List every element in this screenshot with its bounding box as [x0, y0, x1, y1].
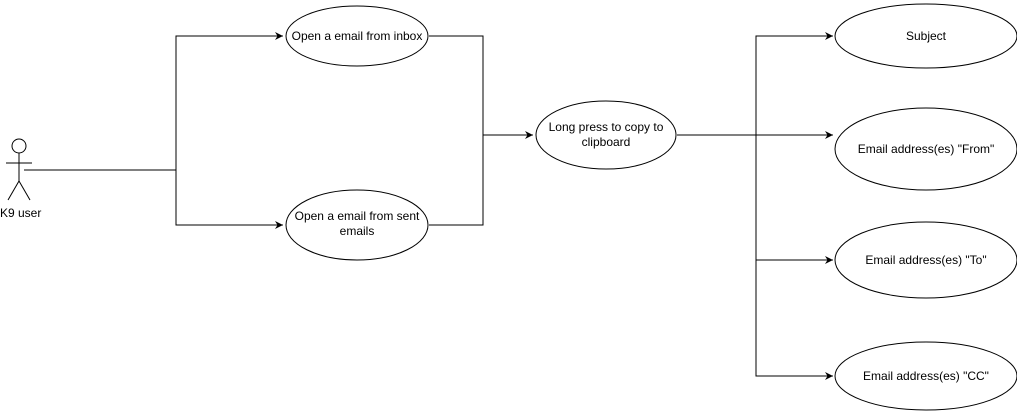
- use-case-open-sent-label: Open a email from sent emails: [294, 209, 420, 238]
- actor-k9-user-figure: [6, 138, 32, 201]
- connector-actor-to-sent: [175, 170, 283, 229]
- connector-longpress-to-to: [755, 135, 833, 264]
- use-case-to-ellipse: [834, 221, 1017, 299]
- use-case-from-ellipse: [834, 107, 1017, 191]
- use-case-open-sent-ellipse: [285, 189, 429, 261]
- use-case-long-press-ellipse: [535, 100, 677, 170]
- use-case-open-inbox-label: Open a email from inbox: [291, 28, 423, 43]
- use-case-cc-ellipse: [834, 341, 1017, 411]
- connector-inbox-to-longpress: [429, 35, 533, 139]
- use-case-subject-ellipse: [834, 3, 1017, 69]
- use-case-open-inbox-ellipse: [285, 5, 429, 67]
- connector-longpress-to-cc: [755, 260, 833, 380]
- use-case-from-label: Email address(es) "From": [857, 141, 995, 156]
- actor-k9-user-label: K9 user: [0, 205, 42, 220]
- connector-actor-to-inbox: [24, 32, 283, 171]
- connector-longpress-to-subject: [677, 32, 833, 136]
- connector-sent-to-longpress: [429, 135, 484, 226]
- use-case-long-press-label: Long press to copy to clipboard: [548, 120, 664, 149]
- use-case-cc-label: Email address(es) "CC": [863, 368, 989, 383]
- use-case-subject-label: Subject: [905, 28, 947, 43]
- use-case-to-label: Email address(es) "To": [865, 252, 987, 267]
